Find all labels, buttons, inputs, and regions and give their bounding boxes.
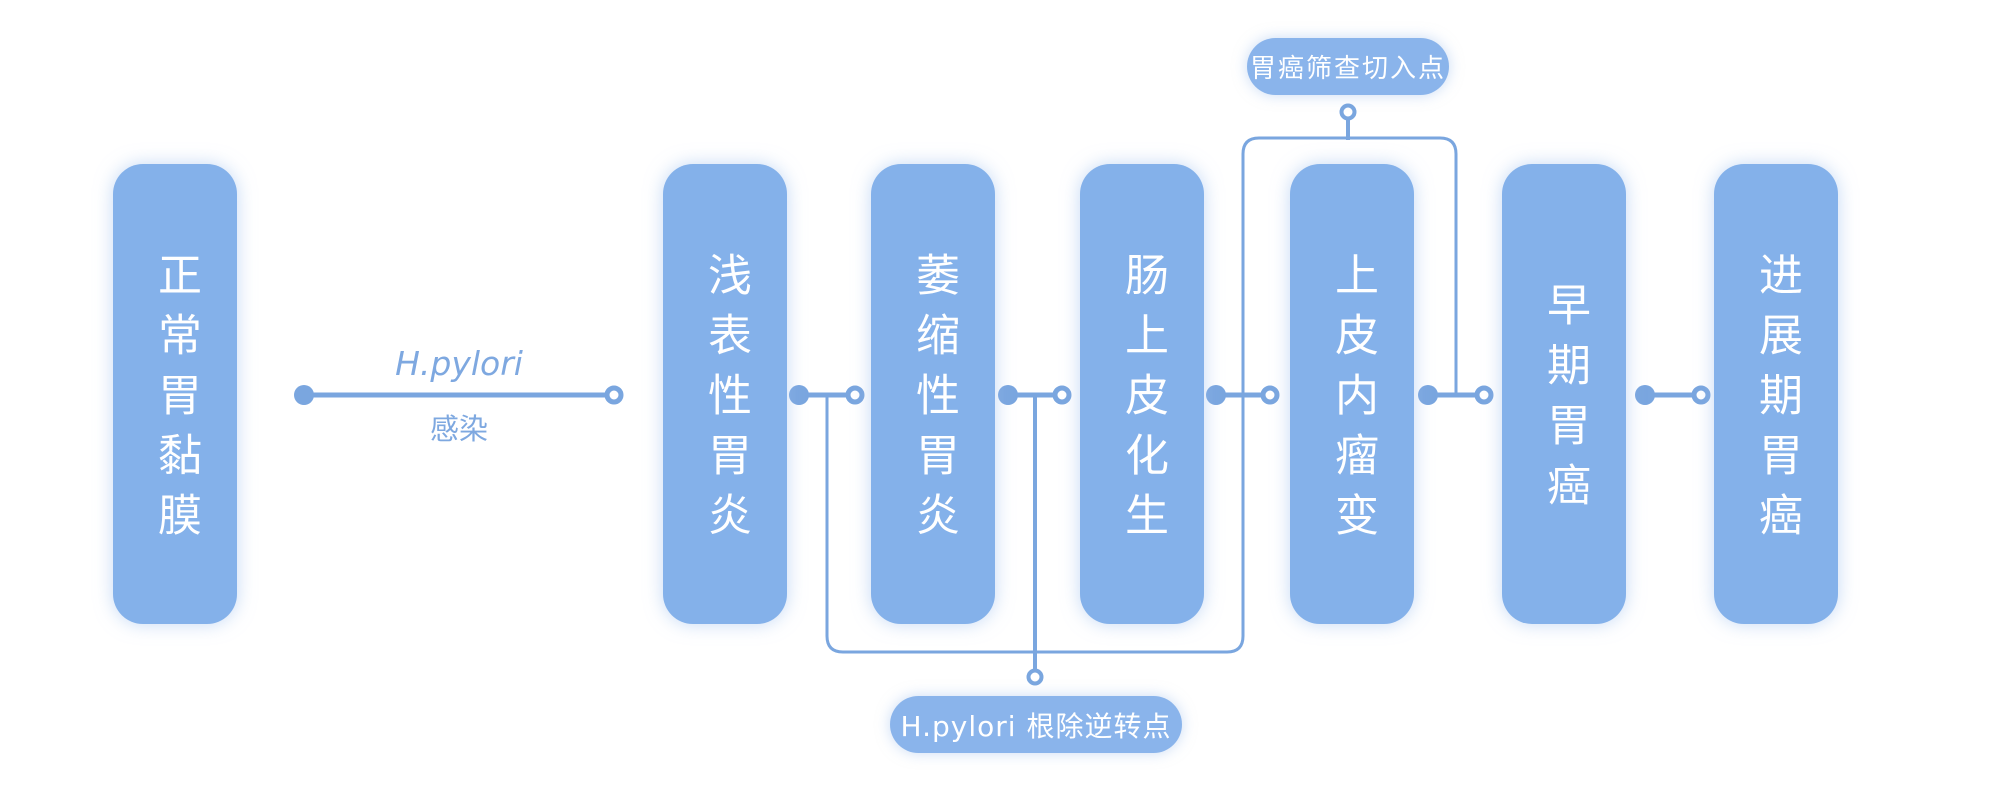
connector-1: [294, 385, 624, 405]
connector-6: [1635, 385, 1711, 405]
stage-node-label: 上皮内瘤变: [1327, 252, 1378, 552]
connector-3: [998, 385, 1072, 405]
stage-node-label: 肠上皮化生: [1117, 252, 1168, 552]
screening-entry-pill-label: 胃癌筛查切入点: [1249, 54, 1446, 84]
stage-node-label: 进展期胃癌: [1751, 252, 1802, 552]
connector-2-end-circle-icon: [845, 385, 865, 405]
stage-node-normal-mucosa: 正常胃黏膜: [113, 164, 237, 624]
stage-node-label: 萎缩性胃炎: [908, 252, 959, 552]
connector-3-end-circle-icon: [1052, 385, 1072, 405]
stage-node-label: 正常胃黏膜: [150, 252, 201, 552]
connector-6-end-circle-icon: [1691, 385, 1711, 405]
stage-node-early-gastric-cancer: 早期胃癌: [1502, 164, 1626, 624]
stage-node-superficial-gastritis: 浅表性胃炎: [663, 164, 787, 624]
connector-4-start-dot-icon: [1206, 385, 1226, 405]
stage-node-label: 早期胃癌: [1539, 282, 1590, 522]
stage-node-intestinal-metaplasia: 肠上皮化生: [1080, 164, 1204, 624]
connector-2-start-dot-icon: [789, 385, 809, 405]
edge-caption-infection: 感染: [429, 412, 488, 446]
stage-node-intraepithelial-neoplasia: 上皮内瘤变: [1290, 164, 1414, 624]
stage-node-advanced-gastric-cancer: 进展期胃癌: [1714, 164, 1838, 624]
connector-1-start-dot-icon: [294, 385, 314, 405]
edge-caption-hpylori: H.pylori: [395, 344, 523, 383]
screening-entry-pill: 胃癌筛查切入点: [1247, 38, 1449, 95]
eradication-reversal-pill: H.pylori 根除逆转点: [890, 696, 1182, 753]
connector-3-start-dot-icon: [998, 385, 1018, 405]
screening-stem-circle-icon: [1339, 103, 1357, 121]
connector-5: [1418, 385, 1494, 405]
connector-1-end-circle-icon: [604, 385, 624, 405]
connector-5-start-dot-icon: [1418, 385, 1438, 405]
connector-5-end-circle-icon: [1474, 385, 1494, 405]
reversal-stem-circle-icon: [1026, 668, 1044, 686]
stage-node-label: 浅表性胃炎: [700, 252, 751, 552]
stage-node-atrophic-gastritis: 萎缩性胃炎: [871, 164, 995, 624]
connector-4-end-circle-icon: [1260, 385, 1280, 405]
eradication-reversal-pill-label: H.pylori 根除逆转点: [900, 709, 1172, 743]
connector-6-start-dot-icon: [1635, 385, 1655, 405]
connector-2: [789, 385, 865, 405]
connector-4: [1206, 385, 1280, 405]
